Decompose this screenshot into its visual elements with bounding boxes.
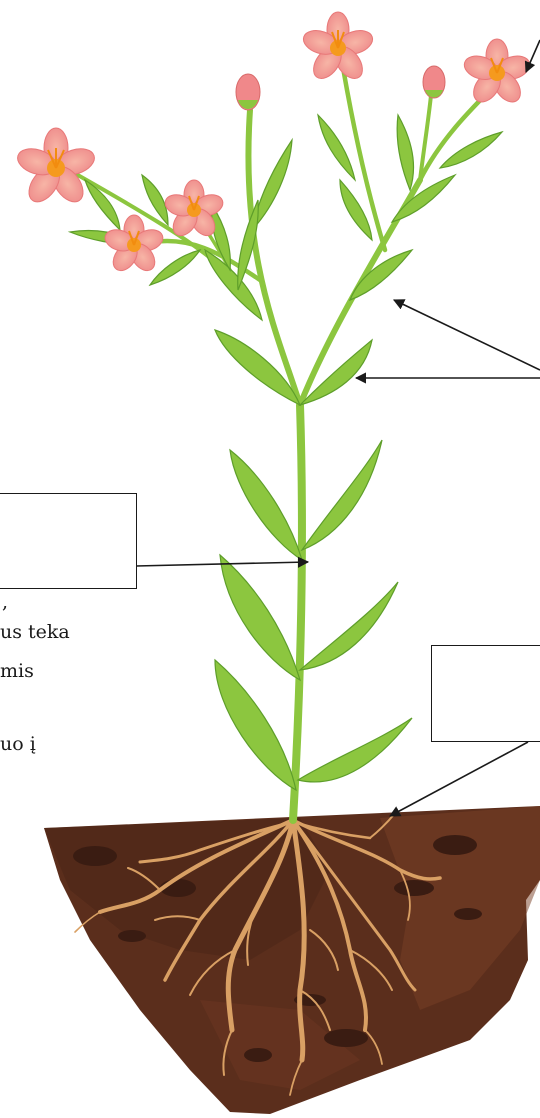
text-fragment-comma: ,	[2, 593, 8, 612]
stem-label-box[interactable]	[0, 493, 137, 589]
soil	[44, 806, 540, 1114]
flower-bud	[236, 66, 445, 110]
flower-icon	[300, 12, 375, 84]
main-stem	[293, 405, 302, 820]
flower-icon	[102, 215, 165, 275]
arrow-icon	[390, 742, 528, 816]
flower-icon	[14, 128, 98, 207]
text-fragment-3: uo į	[0, 735, 36, 754]
flower-icon	[461, 39, 532, 107]
arrow-icon	[526, 40, 540, 72]
root-label-box[interactable]	[431, 645, 540, 742]
text-fragment-2: mis	[0, 662, 34, 681]
arrow-icon	[394, 300, 540, 370]
text-fragment-1: us teka	[0, 623, 70, 642]
